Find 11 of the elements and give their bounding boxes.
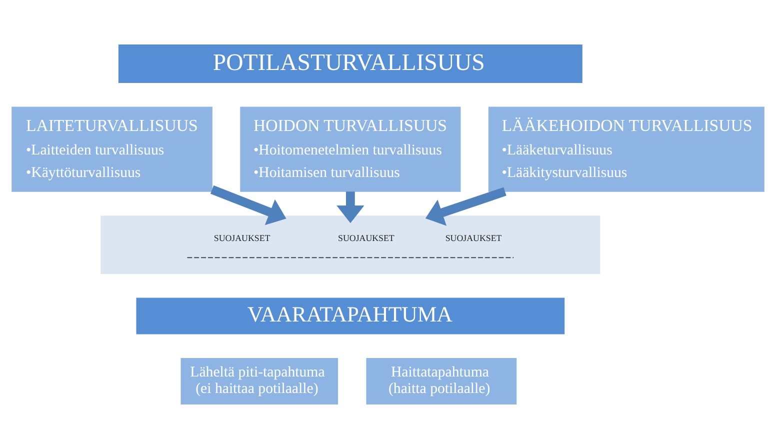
arrow (336, 191, 364, 223)
arrow (210, 184, 286, 225)
node-box: LAITETURVALLISUUS •Laitteiden turvallisuus •Käyttöturvallisuus (12, 106, 212, 192)
node-box: SUOJAUKSET SUOJAUKSET SUOJAUKSET (100, 215, 600, 274)
node-box: Läheltä piti-tapahtuma (ei haittaa potilaalle) (180, 358, 338, 404)
node-box: Haittatapahtuma (haitta potilaalle) (366, 358, 517, 404)
node-box: POTILASTURVALLISUUS (118, 44, 582, 83)
node-box: VAARATAPAHTUMA (136, 297, 565, 334)
node-box: LÄÄKEHOIDON TURVALLISUUS •Lääketurvallisuus •Lääkitysturvallisuus (488, 106, 764, 192)
arrow (425, 186, 506, 226)
node-box: HOIDON TURVALLISUUS •Hoitomenetelmien turvallisuus •Hoitamisen turvallisuus (240, 106, 461, 192)
